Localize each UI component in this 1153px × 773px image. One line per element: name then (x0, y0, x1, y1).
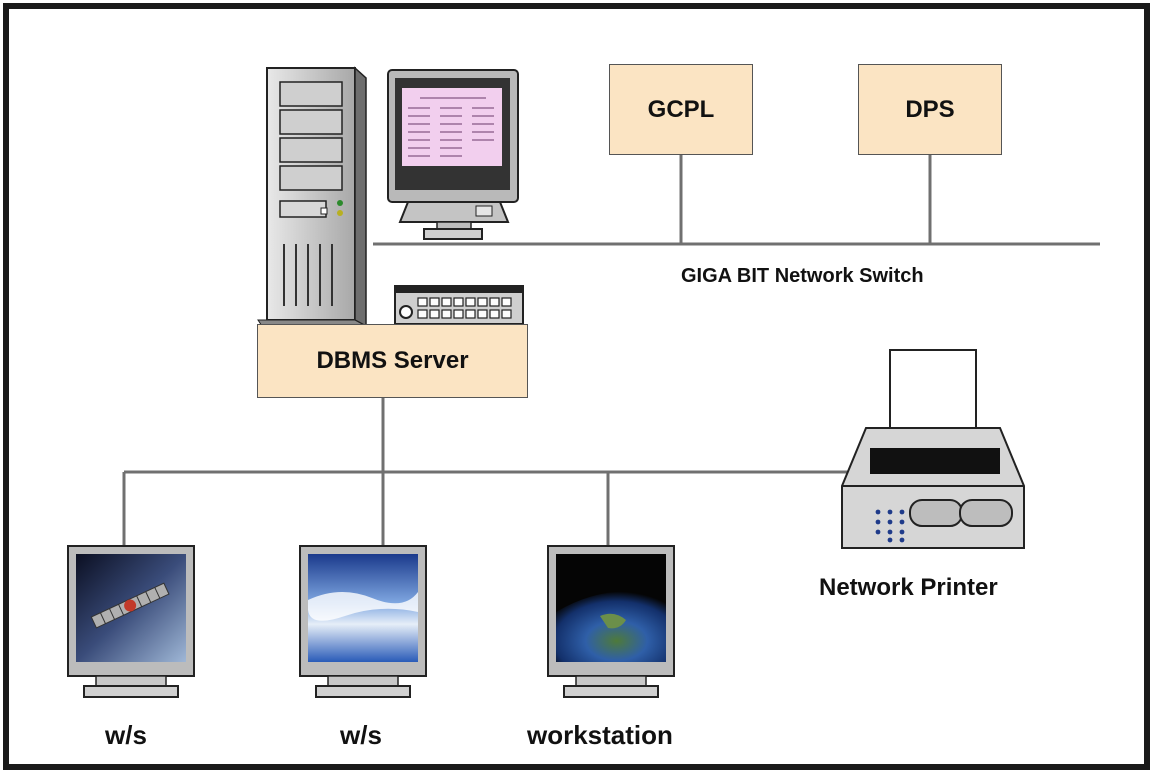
dps-node: DPS (858, 64, 1002, 155)
gcpl-node: GCPL (609, 64, 753, 155)
server-tower-icon (257, 66, 367, 328)
monitor-icon (387, 69, 519, 240)
workstation-monitor-icon (67, 545, 195, 698)
dps-label: DPS (905, 95, 955, 123)
workstation-monitor-icon (299, 545, 427, 698)
workstation-monitor-icon (547, 545, 675, 698)
dbms-server-node: DBMS Server (257, 324, 528, 398)
printer-icon (841, 349, 1025, 549)
network-printer-label: Network Printer (819, 574, 998, 601)
workstation-3-label: workstation (527, 720, 673, 750)
network-switch-label: GIGA BIT Network Switch (681, 265, 924, 287)
gcpl-label: GCPL (647, 95, 715, 123)
dbms-server-label: DBMS Server (316, 347, 469, 374)
workstation-1-label: w/s (105, 720, 147, 750)
connection-lines (122, 155, 1100, 546)
workstation-2-label: w/s (340, 720, 382, 750)
network-switch-icon (394, 285, 524, 325)
